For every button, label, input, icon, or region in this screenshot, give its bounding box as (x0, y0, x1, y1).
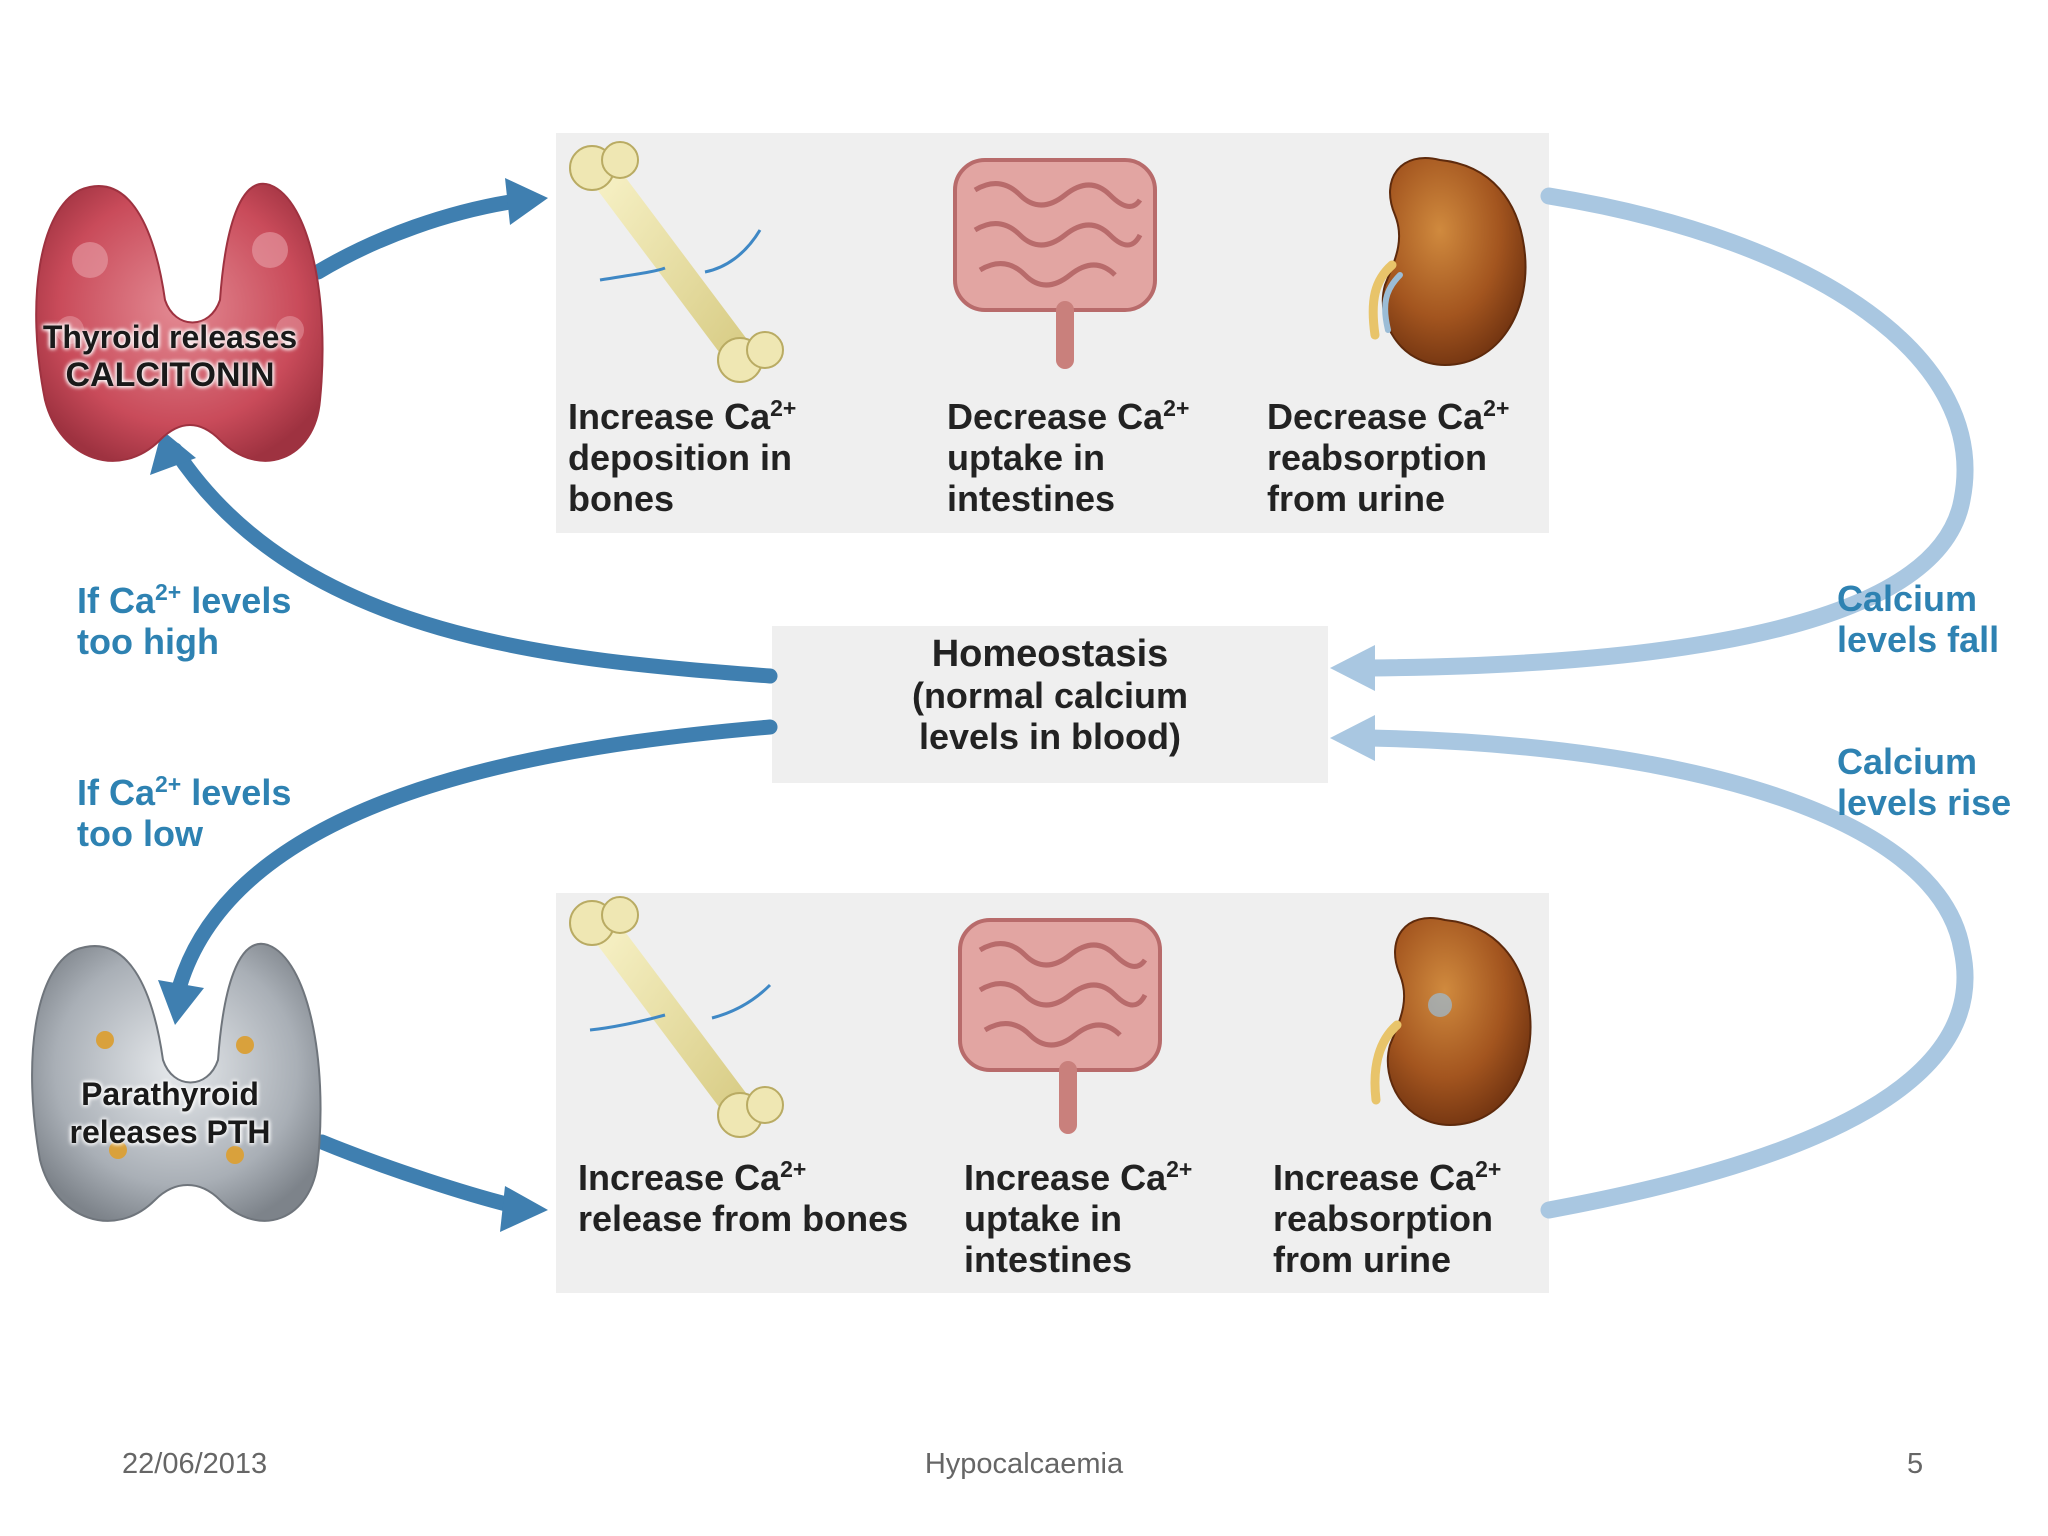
calcium-fall-line2: levels fall (1837, 619, 2000, 660)
ca-superscript: 2+ (155, 771, 182, 797)
bottom-effect-bones-line1: Increase Ca (578, 1157, 781, 1198)
calcium-fall-arrow (1361, 187, 1974, 677)
bottom-effect-kidneys-line2: reabsorption (1273, 1198, 1494, 1239)
thyroid-label: Thyroid releases CALCITONIN (0, 318, 340, 394)
too-low-arrow (172, 719, 778, 993)
top-effect-bones-line2: deposition in (568, 437, 792, 478)
top-effect-intestines-line1: Decrease Ca (947, 396, 1164, 437)
bottom-effect-intestines-line3: intestines (964, 1239, 1133, 1280)
footer-date: 22/06/2013 (122, 1448, 268, 1480)
pth-arrowhead (500, 1186, 548, 1232)
pth-arrow (314, 1134, 518, 1213)
ca-superscript: 2+ (155, 579, 182, 605)
ca-superscript: 2+ (1475, 1156, 1502, 1182)
calcium-fall-line1: Calcium (1837, 578, 1978, 619)
bottom-effect-intestines-line1: Increase Ca (964, 1157, 1167, 1198)
too-high-label: If Ca2+ levels too high (77, 580, 291, 662)
homeostasis-line3: levels in blood) (918, 716, 1182, 757)
kidney-illustration-bottom (1370, 917, 1532, 1127)
bottom-effect-kidneys-line1: Increase Ca (1273, 1157, 1476, 1198)
homeostasis-text: Homeostasis (normal calcium levels in bl… (772, 633, 1328, 758)
top-effect-kidneys: Decrease Ca2+ reabsorption from urine (1267, 396, 1509, 519)
too-low-line1a: If Ca (77, 772, 156, 813)
ca-superscript: 2+ (780, 1156, 807, 1182)
bottom-effect-intestines: Increase Ca2+ uptake in intestines (964, 1157, 1192, 1280)
calcium-fall-arrowhead (1330, 645, 1375, 691)
parathyroid-label-line2: releases PTH (69, 1114, 271, 1150)
too-low-line2: too low (77, 813, 203, 854)
footer-title: Hypocalcaemia (924, 1448, 1124, 1480)
kidney-illustration-top (1368, 157, 1527, 367)
too-high-line1b: levels (181, 580, 292, 621)
parathyroid-label: Parathyroid releases PTH (0, 1075, 340, 1151)
calcitonin-arrowhead (505, 178, 548, 225)
bone-illustration-bottom (569, 896, 784, 1138)
bone-illustration-top (569, 141, 784, 383)
bottom-effect-bones-line2: release from bones (578, 1198, 909, 1239)
thyroid-gland-illustration (35, 182, 324, 462)
parathyroid-gland-illustration (31, 942, 322, 1222)
ca-superscript: 2+ (1483, 395, 1510, 421)
too-high-line2: too high (77, 621, 219, 662)
top-effect-kidneys-line1: Decrease Ca (1267, 396, 1484, 437)
homeostasis-box (772, 626, 1328, 783)
ca-superscript: 2+ (1166, 1156, 1193, 1182)
homeostasis-line2: (normal calcium (911, 675, 1189, 716)
calcium-fall-label: Calcium levels fall (1837, 578, 1999, 660)
too-high-arrow (167, 442, 778, 684)
top-effect-kidneys-line3: from urine (1267, 478, 1446, 519)
calcitonin-arrow (310, 194, 518, 280)
thyroid-label-line2: CALCITONIN (65, 356, 275, 394)
bottom-effect-kidneys-line3: from urine (1273, 1239, 1452, 1280)
homeostasis-title: Homeostasis (931, 633, 1169, 675)
too-low-label: If Ca2+ levels too low (77, 772, 291, 854)
top-effect-intestines-line2: uptake in (947, 437, 1106, 478)
top-effect-intestines-line3: intestines (947, 478, 1116, 519)
bottom-effect-bones: Increase Ca2+ release from bones (578, 1157, 908, 1239)
top-effect-intestines: Decrease Ca2+ uptake in intestines (947, 396, 1189, 519)
calcium-rise-label: Calcium levels rise (1837, 741, 2011, 823)
ca-superscript: 2+ (770, 395, 797, 421)
top-effect-bones-line1: Increase Ca (568, 396, 771, 437)
parathyroid-label-line1: Parathyroid (81, 1076, 259, 1112)
calcium-rise-line1: Calcium (1837, 741, 1978, 782)
calcium-rise-arrowhead (1330, 715, 1375, 761)
calcium-rise-arrow (1361, 729, 1974, 1219)
intestines-illustration-top (953, 158, 1157, 369)
too-high-line1a: If Ca (77, 580, 156, 621)
thyroid-label-line1: Thyroid releases (42, 319, 298, 355)
bottom-effect-kidneys: Increase Ca2+ reabsorption from urine (1273, 1157, 1501, 1280)
footer-page-number: 5 (1907, 1448, 1924, 1480)
too-low-line1b: levels (181, 772, 292, 813)
too-low-arrowhead (158, 980, 204, 1025)
calcium-rise-line2: levels rise (1837, 782, 2012, 823)
too-high-arrowhead (150, 430, 196, 475)
top-effect-bones: Increase Ca2+ deposition in bones (568, 396, 796, 519)
bottom-effect-intestines-line2: uptake in (964, 1198, 1123, 1239)
ca-superscript: 2+ (1163, 395, 1190, 421)
top-effect-bones-line3: bones (568, 478, 675, 519)
intestines-illustration-bottom (958, 918, 1162, 1134)
top-effect-kidneys-line2: reabsorption (1267, 437, 1488, 478)
